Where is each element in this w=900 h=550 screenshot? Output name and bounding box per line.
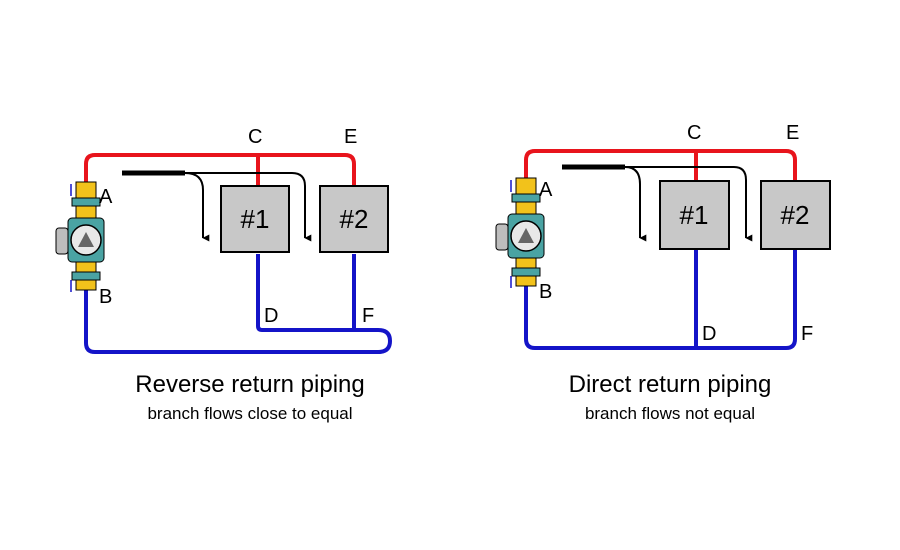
flow-arrow-icon: [184, 172, 210, 242]
unit-1-box: [220, 185, 290, 253]
unit-2-box: [760, 180, 831, 250]
flow-arrow-icon: [624, 166, 647, 242]
label-f: F: [801, 323, 813, 345]
unit-2-label: #2: [340, 204, 369, 234]
pump-icon: [55, 181, 105, 292]
unit-1-label: #1: [241, 204, 270, 234]
return-pipe: [524, 250, 797, 350]
label-a: A: [539, 179, 553, 201]
unit-2-box: [319, 185, 389, 253]
right-title: Direct return piping: [569, 371, 772, 398]
pump-icon: [495, 177, 545, 288]
unit-2-label: #2: [781, 200, 810, 230]
left-title: Reverse return piping: [135, 371, 364, 398]
label-b: B: [99, 286, 112, 308]
flow-arrow-icon: [185, 172, 312, 242]
label-c: C: [248, 126, 262, 148]
label-f: F: [362, 305, 374, 327]
return-pipe: [84, 254, 393, 354]
label-b: B: [539, 281, 552, 303]
unit-1-box: [659, 180, 730, 250]
unit-1-label: #1: [680, 200, 709, 230]
reverse-return-diagram: #1 #2 A B C D E F Reverse return piping …: [55, 126, 393, 423]
label-c: C: [687, 122, 701, 144]
left-subtitle: branch flows close to equal: [147, 404, 352, 423]
flow-arrow-icon: [625, 166, 753, 242]
right-subtitle: branch flows not equal: [585, 404, 755, 423]
label-e: E: [344, 126, 357, 148]
label-a: A: [99, 186, 113, 208]
direct-return-diagram: #1 #2 A B C D E F Direct return piping b…: [495, 122, 831, 423]
supply-pipe: [84, 153, 356, 188]
label-d: D: [702, 323, 716, 345]
label-d: D: [264, 305, 278, 327]
label-e: E: [786, 122, 799, 144]
